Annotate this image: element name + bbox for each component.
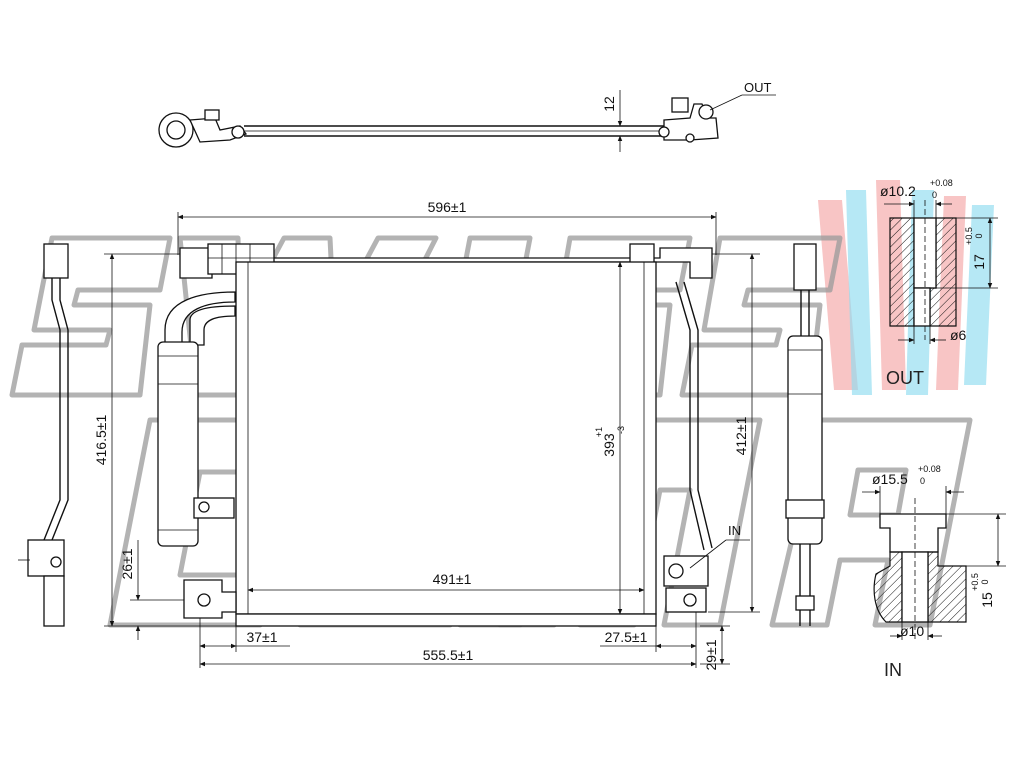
top-view-left-clip bbox=[204, 109, 220, 121]
right-pipe-inner bbox=[683, 281, 713, 549]
dim-12-label: 12 bbox=[601, 96, 617, 112]
right-side-top-block bbox=[793, 243, 817, 291]
dim-416-label: 416.5±1 bbox=[93, 415, 109, 466]
receiver-drier bbox=[157, 341, 199, 547]
detail-in-diameter-tol: +0.08 bbox=[918, 464, 941, 474]
top-view-out-port bbox=[698, 104, 714, 120]
dim-393-tol-plus: +1 bbox=[594, 427, 604, 437]
detail-out-diameter-tol0: 0 bbox=[932, 190, 937, 200]
in-fitting-port bbox=[668, 563, 684, 579]
top-view-left-bolt bbox=[231, 125, 245, 139]
in-leader-diagonal bbox=[689, 539, 727, 569]
detail-in-label: IN bbox=[884, 660, 902, 680]
right-side-view bbox=[785, 243, 825, 626]
watermark-letter-s1 bbox=[9, 235, 173, 398]
dim-491-label: 491±1 bbox=[433, 571, 472, 587]
dim-27-label: 27.5±1 bbox=[605, 629, 648, 645]
drier-outlet-tube bbox=[189, 305, 236, 346]
condenser-core bbox=[235, 261, 657, 615]
right-side-drier bbox=[787, 335, 823, 545]
detail-out-depth-tol0: 0 bbox=[974, 233, 984, 238]
detail-in-section-left bbox=[873, 551, 903, 623]
dim-555-label: 555.5±1 bbox=[423, 647, 474, 663]
top-view-bottom-bolt bbox=[685, 133, 695, 143]
detail-in-inner-diameter: ø10 bbox=[900, 623, 924, 639]
detail-in-depth-tol0: 0 bbox=[980, 579, 990, 584]
lower-left-bracket-hole bbox=[197, 593, 211, 607]
detail-out-inner-bore bbox=[913, 287, 931, 327]
detail-in-depth-tol: +0.5 bbox=[970, 573, 980, 591]
detail-out: ø10.2 +0.08 0 17 +0.5 0 ø6 OUT bbox=[880, 178, 998, 388]
out-label-top: OUT bbox=[744, 80, 772, 95]
detail-out-inner-diameter: ø6 bbox=[950, 327, 967, 343]
detail-in-flange bbox=[879, 513, 947, 553]
left-side-lower-bracket bbox=[43, 575, 65, 627]
detail-in-depth: 15 bbox=[979, 592, 995, 608]
detail-out-diameter-tol: +0.08 bbox=[930, 178, 953, 188]
detail-in-section-right bbox=[927, 551, 967, 623]
detail-in-diameter: ø15.5 bbox=[872, 471, 908, 487]
right-side-foot bbox=[795, 595, 815, 611]
left-side-view bbox=[18, 243, 69, 627]
detail-in: ø15.5 +0.08 0 15 +0.5 0 ø10 IN bbox=[862, 464, 1006, 680]
bottom-rail bbox=[235, 613, 657, 627]
detail-out-label: OUT bbox=[886, 368, 924, 388]
left-side-tube-a bbox=[43, 278, 61, 541]
dim-393-tol-minus: -3 bbox=[616, 426, 626, 434]
dim-393-label: 393 bbox=[601, 433, 617, 457]
detail-out-depth-tol: +0.5 bbox=[964, 227, 974, 245]
top-view-right-cap bbox=[671, 97, 689, 113]
dim-29-label: 29±1 bbox=[703, 639, 719, 670]
out-leader-diagonal bbox=[709, 94, 743, 111]
drier-inlet-tube bbox=[164, 291, 236, 346]
drier-clamp-bolt bbox=[198, 501, 210, 513]
dim-37-label: 37±1 bbox=[246, 629, 277, 645]
dim-412-label: 412±1 bbox=[733, 416, 749, 455]
top-view-right-bolt bbox=[658, 126, 670, 138]
detail-out-depth: 17 bbox=[971, 254, 987, 270]
lower-right-bracket-hole bbox=[683, 593, 697, 607]
detail-out-section-left bbox=[889, 217, 915, 327]
in-label-front: IN bbox=[728, 523, 741, 538]
detail-in-diameter-tol0: 0 bbox=[920, 476, 925, 486]
front-view: 596±1 IN bbox=[93, 199, 760, 671]
top-view-receiver-inner bbox=[166, 120, 186, 140]
top-view: 12 OUT bbox=[158, 80, 776, 152]
left-side-tube-b bbox=[51, 278, 69, 541]
detail-out-diameter: ø10.2 bbox=[880, 183, 916, 199]
dim-596-label: 596±1 bbox=[428, 199, 467, 215]
left-side-top-block bbox=[43, 243, 69, 279]
right-pipe-outer bbox=[675, 281, 705, 551]
left-side-fitting-bolt bbox=[50, 556, 62, 568]
right-side-clamp bbox=[785, 499, 825, 519]
dim-26-label: 26±1 bbox=[119, 548, 135, 579]
